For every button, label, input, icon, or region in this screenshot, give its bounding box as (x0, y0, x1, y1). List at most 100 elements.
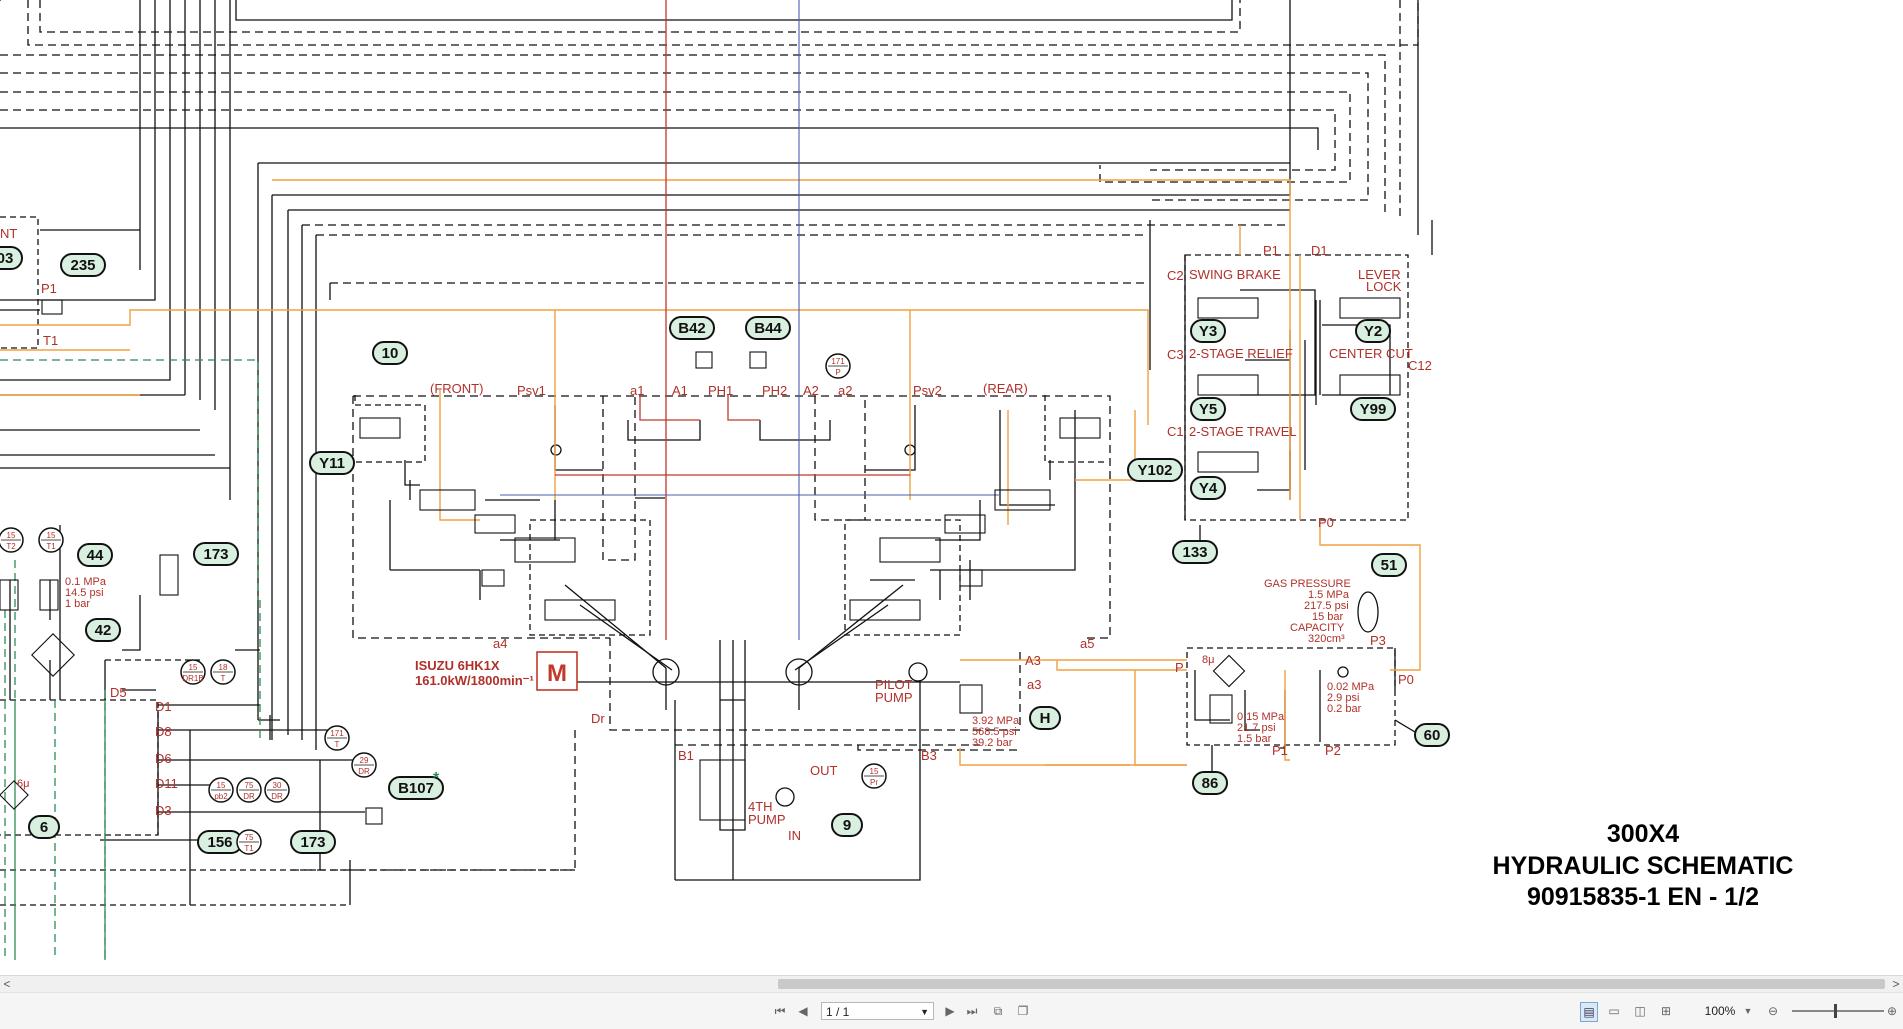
zoom-slider[interactable] (1792, 1010, 1884, 1012)
asterisk: * (433, 770, 440, 787)
gauge-g75t1-port: T1 (244, 844, 254, 853)
copy-icon[interactable]: ⧉ (990, 1002, 1006, 1020)
tag-173-label: 173 (300, 834, 325, 851)
port-T1-left: T1 (43, 333, 58, 348)
port-psv2: Psv2 (913, 383, 942, 398)
doc-title-3: 90915835-1 EN - 1/2 (1527, 883, 1759, 911)
scroll-right-icon[interactable]: > (1889, 976, 1903, 992)
tag-10-label: 10 (382, 345, 399, 362)
port-PH2: PH2 (762, 383, 787, 398)
filter-relief-bar: 1.5 bar (1237, 733, 1272, 745)
gauge-g15t2-port: T2 (6, 542, 16, 551)
continuous-view-icon[interactable]: ▭ (1606, 1002, 1622, 1020)
port-PH1: PH1 (708, 383, 733, 398)
port-Dr: Dr (591, 711, 605, 726)
tag-b44-label: B44 (754, 320, 782, 337)
port-D6: D6 (155, 751, 172, 766)
label-2-stage-relief: 2-STAGE RELIEF (1189, 346, 1293, 361)
gauge-g171t-value: 171 (330, 729, 344, 738)
tag-h-label: H (1040, 710, 1051, 727)
gauge-g171t-port: T (335, 740, 340, 749)
last-page-icon[interactable]: ⏭ (965, 1002, 979, 1020)
gauge-g15pb2-port: pb2 (214, 792, 228, 801)
horizontal-scrollbar[interactable]: < > (0, 975, 1903, 992)
tag-156-label: 156 (207, 834, 232, 851)
tag-173-label: 173 (203, 546, 228, 563)
zoom-slider-thumb[interactable] (1834, 1004, 1837, 1018)
gauge-g15dr1b-value: 15 (189, 663, 198, 672)
gauge-g171p-port: P (835, 368, 840, 377)
port-a5: a5 (1080, 636, 1094, 651)
zoom-out-icon[interactable]: ⊖ (1765, 1002, 1781, 1020)
schematic-canvas: M 10Y11B42B44Y1022350344421736H986605113… (0, 0, 1903, 975)
tag-44-label: 44 (87, 547, 104, 564)
port-D11: D11 (155, 776, 178, 791)
pilot-pump-line2: PUMP (875, 690, 913, 705)
scroll-left-icon[interactable]: < (0, 976, 14, 992)
two-page-continuous-icon[interactable]: ⊞ (1658, 1002, 1674, 1020)
port-B1: B1 (678, 748, 694, 763)
tag-y11-label: Y11 (319, 455, 345, 472)
gauge-g75dr-port: DR (243, 792, 255, 801)
port-P-filter: P (1175, 660, 1184, 675)
port-a3: a3 (1027, 677, 1041, 692)
page-number-field[interactable]: 1 / 1 ▼ (821, 1002, 934, 1020)
tag-86-label: 86 (1202, 775, 1219, 792)
prev-page-icon[interactable]: ◀ (796, 1002, 810, 1020)
front-label: (FRONT) (430, 381, 483, 396)
gauge-g171p-value: 171 (831, 357, 845, 366)
gauge-g18t-value: 18 (219, 663, 228, 672)
single-page-view-icon[interactable]: ▤ (1580, 1002, 1598, 1022)
port-P2-filter: P2 (1325, 743, 1341, 758)
accumulator-capacity: 320cm³ (1308, 633, 1345, 645)
port-C2: C2 (1167, 268, 1184, 283)
gauge-g75dr-value: 75 (245, 781, 254, 790)
gauge-g18t-port: T (221, 674, 226, 683)
gauge-g75t1-value: 75 (245, 833, 254, 842)
tag-6-label: 6 (40, 819, 48, 836)
port-P1-filter: P1 (1272, 743, 1288, 758)
port-P0-filter: P0 (1398, 672, 1414, 687)
tag-51-label: 51 (1381, 557, 1398, 574)
port-D1-top: D1 (1311, 243, 1328, 258)
gauge-g30dr-port: DR (271, 792, 283, 801)
tag-235-label: 235 (70, 257, 95, 274)
label-2-stage-travel: 2-STAGE TRAVEL (1189, 424, 1297, 439)
first-page-icon[interactable]: ⏮ (773, 1002, 787, 1020)
gauge-g15t1-port: T1 (46, 542, 56, 551)
port-A3: A3 (1025, 653, 1041, 668)
scroll-thumb[interactable] (778, 979, 1885, 989)
port-C3: C3 (1167, 347, 1184, 362)
gauge-g29dr-port: DR (358, 767, 370, 776)
zoom-in-icon[interactable]: ⊕ (1884, 1002, 1900, 1020)
gauge-g30dr-value: 30 (273, 781, 282, 790)
port-P0-right: P0 (1318, 515, 1334, 530)
page-number-text: 1 / 1 (826, 1005, 849, 1019)
page-dropdown-icon[interactable]: ▼ (920, 1003, 929, 1021)
label-lever-lock-2: LOCK (1366, 279, 1402, 294)
viewer-toolbar: ⏮ ◀ 1 / 1 ▼ ▶ ⏭ ⧉ ❐ ▤ ▭ ◫ ⊞ 100% ▼ ⊖ ⊕ (0, 992, 1903, 1029)
tag-b107-label: B107 (398, 780, 434, 797)
port-P1-top: P1 (1263, 243, 1279, 258)
doc-title-2: HYDRAULIC SCHEMATIC (1493, 852, 1794, 880)
port-IN: IN (788, 828, 801, 843)
doc-title-1: 300X4 (1607, 820, 1679, 848)
paste-icon[interactable]: ❐ (1015, 1002, 1031, 1020)
zoom-dropdown-icon[interactable]: ▼ (1742, 1002, 1754, 1020)
two-page-view-icon[interactable]: ◫ (1632, 1002, 1648, 1020)
engine-label: M (547, 660, 567, 687)
check-relief-bar: 0.2 bar (1327, 703, 1362, 715)
gauge-g15pr-value: 15 (870, 767, 879, 776)
tag-y4-label: Y4 (1199, 480, 1218, 497)
filter-rating: 8μ (1202, 654, 1214, 666)
next-page-icon[interactable]: ▶ (943, 1002, 957, 1020)
filter-rating-left: 6μ (17, 778, 29, 790)
port-A2: A2 (803, 383, 819, 398)
port-D5: D5 (110, 685, 127, 700)
label-center-cut: CENTER CUT (1329, 346, 1413, 361)
port-P1-left: P1 (41, 281, 57, 296)
gauge-g29dr-value: 29 (360, 756, 369, 765)
port-B3: B3 (921, 748, 937, 763)
zoom-level[interactable]: 100% (1700, 1002, 1740, 1020)
tag-y102-label: Y102 (1137, 462, 1172, 479)
